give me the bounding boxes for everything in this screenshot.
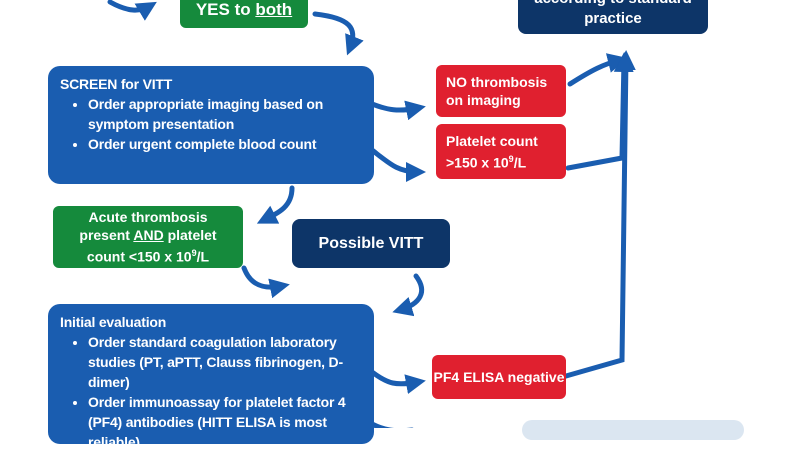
standard-practice-box: according to standard practice: [518, 0, 708, 34]
screen-item-imaging: Order appropriate imaging based on sympt…: [88, 94, 364, 134]
platelet-count-value: >150 x 10: [446, 154, 509, 171]
platelet-count-unit: /L: [513, 154, 527, 171]
acute-line2-post: platelet: [163, 227, 217, 244]
acute-thrombosis-box: Acute thrombosis present AND platelet co…: [53, 206, 243, 268]
screen-item-blood-count: Order urgent complete blood count: [88, 134, 364, 154]
pale-box-bottom-right: [522, 420, 744, 440]
arrow-screen-to-no-thrombosis: [369, 100, 426, 121]
possible-vitt-label: Possible VITT: [318, 234, 424, 252]
platelet-count-exponent: 9: [508, 153, 514, 164]
arrow-screen-to-acute: [256, 185, 295, 224]
arrow-acute-to-possible: [241, 265, 290, 299]
initial-title: Initial evaluation: [60, 314, 167, 330]
standard-practice-line1: according to standard: [534, 0, 692, 9]
possible-vitt-box: Possible VITT: [292, 219, 450, 268]
initial-item-coagulation: Order standard coagulation laboratory st…: [88, 332, 364, 392]
acute-line3-post: /L: [196, 248, 210, 265]
arrow-top-left: [107, 0, 157, 21]
yes-to-both-box: YES to both: [180, 0, 308, 28]
arrow-no-thrombosis-to-practice: [567, 53, 628, 87]
pf4-elisa-label: PF4 ELISA negative: [433, 369, 565, 385]
acute-and: AND: [133, 227, 164, 244]
no-thrombosis-box: NO thrombosis on imaging: [436, 65, 566, 117]
initial-evaluation-box: Initial evaluation Order standard coagul…: [48, 304, 374, 450]
platelet-count-box: Platelet count >150 x 109/L: [436, 124, 566, 179]
acute-line3-pre: count <150 x 10: [86, 248, 192, 265]
platelet-count-line1: Platelet count: [446, 132, 538, 149]
pf4-elisa-negative-box: PF4 ELISA negative: [432, 355, 566, 399]
screen-title: SCREEN for VITT: [60, 76, 173, 92]
no-thrombosis-line1: NO thrombosis: [446, 74, 548, 90]
arrow-possible-to-initial: [392, 273, 424, 317]
no-thrombosis-line2: on imaging: [446, 92, 521, 108]
screen-for-vitt-box: SCREEN for VITT Order appropriate imagin…: [48, 66, 374, 184]
initial-item-pf4-immunoassay: Order immunoassay for platelet factor 4 …: [88, 392, 364, 452]
acute-exponent: 9: [191, 248, 197, 259]
acute-line1: Acute thrombosis: [88, 209, 208, 226]
standard-practice-line2: practice: [584, 10, 642, 27]
yes-to-text: YES to: [195, 0, 256, 19]
flow-arrows: [107, 0, 636, 428]
acute-line2-pre: present: [79, 227, 134, 244]
arrow-platelet-to-practice: [565, 52, 634, 171]
arrow-initial-down: [369, 421, 414, 428]
arrow-pf4-to-practice: [563, 50, 636, 379]
arrow-initial-to-pf4: [369, 369, 426, 394]
arrow-yes-to-screen: [312, 11, 364, 56]
arrow-screen-to-platelet: [369, 147, 426, 182]
both-text: both: [255, 0, 293, 19]
